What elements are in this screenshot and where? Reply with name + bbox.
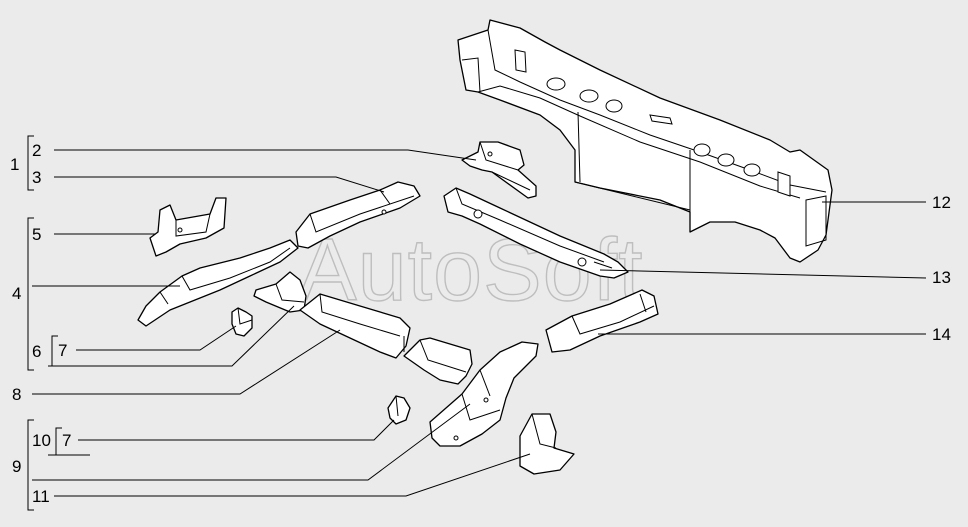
part-6-bracket: [253, 271, 307, 313]
callout-11: 11: [32, 487, 50, 506]
part-5-bracket: [149, 197, 227, 257]
callout-8: 8: [12, 385, 21, 404]
part-9-bracket: [403, 337, 473, 385]
callout-9: 9: [12, 457, 21, 476]
part-11-bracket: [519, 413, 575, 475]
callout-10: 10: [32, 431, 51, 450]
callout-7-lower: 7: [62, 431, 71, 450]
callout-4: 4: [12, 284, 21, 303]
part-3-side-member: [295, 181, 421, 249]
callout-12: 12: [932, 193, 951, 212]
part-2-bracket: [461, 141, 537, 199]
part-7-clip-lower: [387, 395, 411, 425]
callout-2: 2: [32, 141, 41, 160]
callout-14: 14: [932, 325, 951, 344]
part-7-clip-upper: [231, 307, 253, 337]
part-4-sill-beam: [137, 239, 299, 327]
part-13-crossmember: [443, 187, 629, 279]
part-12-rear-panel: [457, 19, 833, 263]
part-14-side-member: [545, 289, 659, 353]
callout-5: 5: [32, 225, 41, 244]
part-8-floor-member: [299, 293, 411, 359]
callout-6: 6: [32, 342, 41, 361]
grouping-brackets: [27, 135, 62, 511]
callout-7-upper: 7: [58, 341, 67, 360]
part-10-reinforcement: [429, 341, 539, 447]
callout-13: 13: [932, 268, 951, 287]
leader-lines: [32, 149, 927, 497]
callout-3: 3: [32, 168, 41, 187]
callout-1: 1: [10, 155, 19, 174]
